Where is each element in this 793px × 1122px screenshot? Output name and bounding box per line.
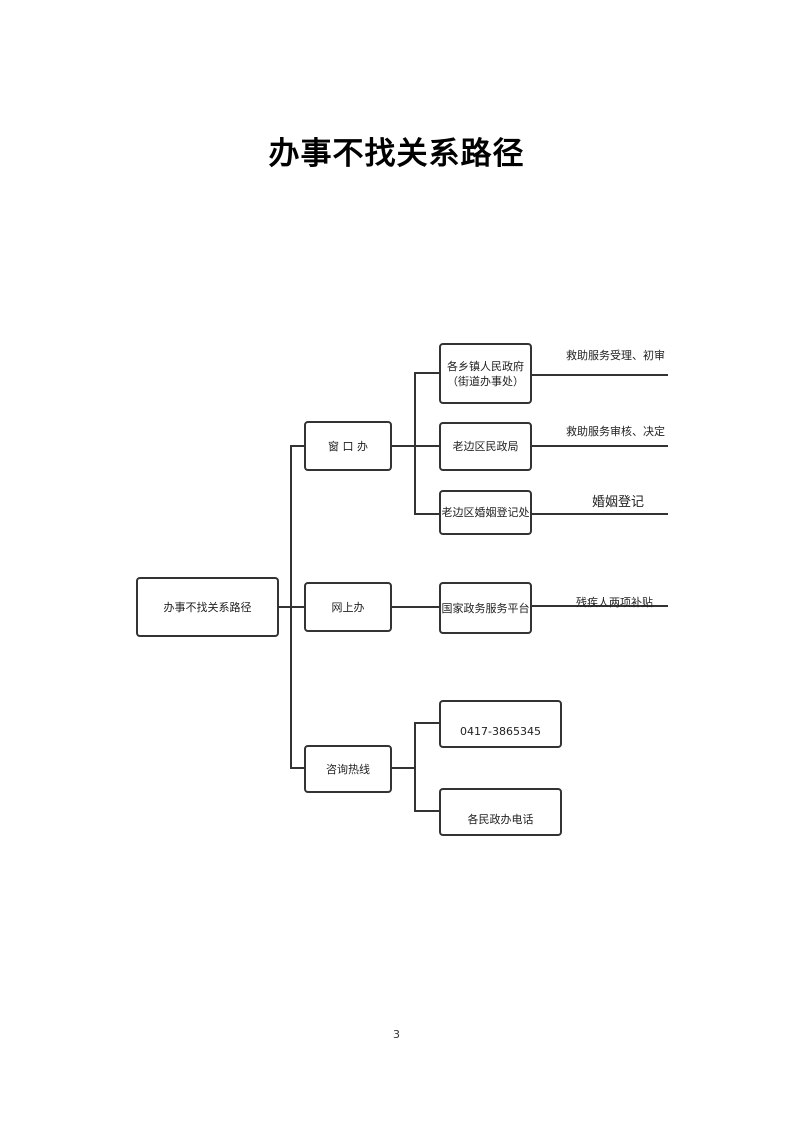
child-node-civil-affairs-bureau: 老边区民政局 (439, 422, 532, 471)
child-node-label: 老边区民政局 (452, 440, 519, 453)
child-node-label: 老边区婚姻登记处 (441, 506, 530, 519)
child-node-sublabel: （街道办事处） (447, 374, 524, 388)
child-node-label: 各民政办电话 (467, 813, 534, 826)
branch-node-window: 窗 口 办 (304, 421, 392, 471)
connector-to-office-phones (414, 810, 440, 812)
child-node-label: 各乡镇人民政府 (447, 359, 524, 373)
connector-to-window (290, 445, 306, 447)
connector-to-online (290, 606, 306, 608)
connector-online-out (392, 606, 440, 608)
connector-to-marriage-office (414, 513, 440, 515)
connector-trunk-hotline (414, 722, 416, 812)
connector-to-phone (414, 722, 440, 724)
outcome-label: 残疾人两项补贴 (576, 596, 653, 609)
child-node-township-government: 各乡镇人民政府 （街道办事处） (439, 343, 532, 404)
root-node: 办事不找关系路径 (136, 577, 279, 637)
connector-window-out (392, 445, 416, 447)
connector-trunk-window (414, 372, 416, 515)
outcome-line-2 (532, 445, 668, 447)
outcome-line-4 (532, 605, 668, 607)
branch-node-label: 窗 口 办 (328, 439, 368, 453)
outcome-label: 婚姻登记 (592, 495, 645, 510)
connector-to-township (414, 372, 440, 374)
outcome-label: 救助服务审核、决定 (566, 425, 665, 438)
branch-node-label: 咨询热线 (326, 762, 370, 776)
child-node-label: 国家政务服务平台 (441, 601, 530, 615)
page-number: 3 (393, 1028, 400, 1041)
branch-node-label: 网上办 (331, 600, 365, 614)
connector-to-hotline (290, 767, 306, 769)
outcome-line-1 (532, 374, 668, 376)
root-node-label: 办事不找关系路径 (163, 600, 252, 614)
outcome-label: 救助服务受理、初审 (566, 349, 665, 362)
connector-root-out (278, 606, 292, 608)
branch-node-online: 网上办 (304, 582, 392, 632)
child-node-office-phones: 各民政办电话 (439, 788, 562, 836)
branch-node-hotline: 咨询热线 (304, 745, 392, 793)
hotline-number: 0417-3865345 (460, 725, 541, 738)
child-node-hotline-number: 0417-3865345 (439, 700, 562, 748)
child-node-gov-service-platform: 国家政务服务平台 (439, 582, 532, 634)
page-title: 办事不找关系路径 (268, 136, 525, 172)
connector-to-civil-bureau (414, 445, 440, 447)
connector-hotline-out (392, 767, 416, 769)
outcome-line-3 (532, 513, 668, 515)
child-node-marriage-registry: 老边区婚姻登记处 (439, 490, 532, 535)
